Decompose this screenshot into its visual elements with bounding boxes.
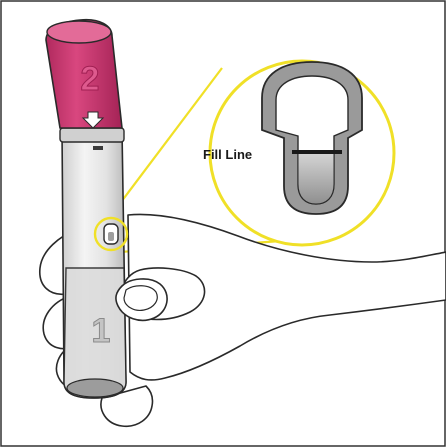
pen-indicator-slot: [93, 146, 103, 150]
magnified-callout: Fill Line: [203, 59, 396, 247]
cap-step-number: 2: [81, 60, 100, 98]
pen-cap-top: [46, 20, 112, 44]
window-highlight-ring: [93, 216, 129, 252]
pen-bottom: [66, 378, 124, 398]
cap-arrow-marker: [81, 111, 105, 129]
fill-line-label: Fill Line: [203, 147, 252, 162]
body-step-number: 1: [92, 312, 111, 350]
medicine-level: [297, 151, 335, 205]
thumbnail: [123, 285, 158, 311]
pen: 1 2: [45, 18, 129, 399]
pen-window: [103, 223, 119, 245]
pen-collar: [59, 127, 125, 143]
fill-line-mark: [292, 150, 342, 154]
pen-lower-section: [63, 267, 127, 399]
